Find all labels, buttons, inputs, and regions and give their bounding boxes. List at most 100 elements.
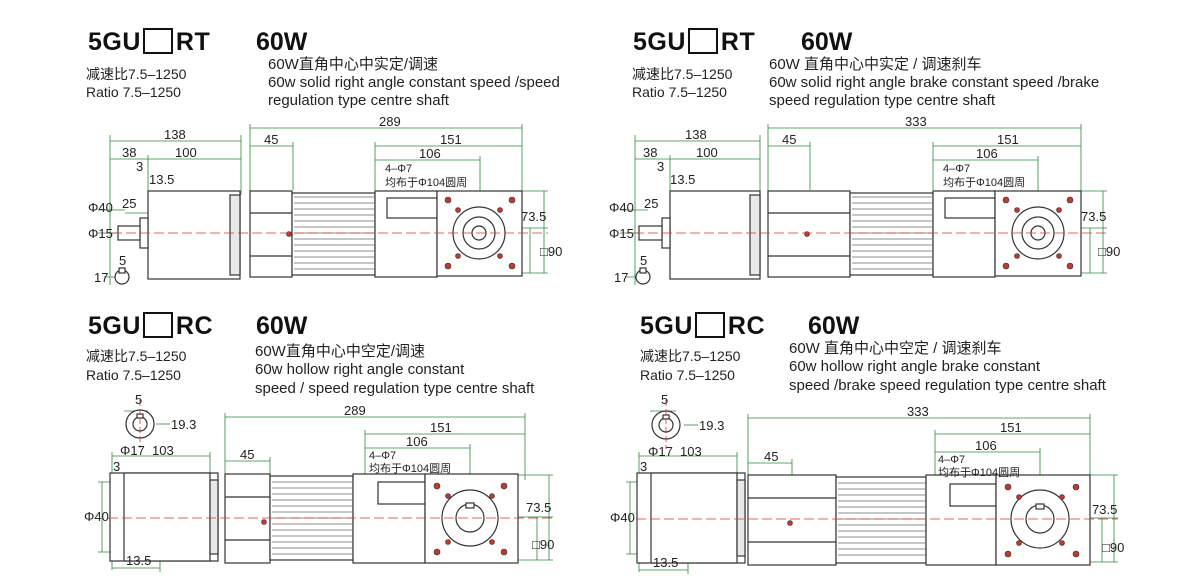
dim-38: 38 — [122, 145, 136, 160]
dim-100: 100 — [696, 145, 718, 160]
dim-square-90: □90 — [1098, 244, 1120, 259]
dim-holes-note: 均布于Φ104圆周 — [369, 462, 451, 475]
model-blank-box — [694, 312, 725, 338]
dim-phi40: Φ40 — [84, 509, 109, 524]
dim-holes-note: 均布于Φ104圆周 — [385, 176, 467, 189]
dim-overall: 289 — [379, 114, 401, 129]
dim-overall: 289 — [344, 403, 366, 418]
dim-45: 45 — [782, 132, 796, 147]
dim-3: 3 — [657, 159, 664, 174]
dim-45: 45 — [264, 132, 278, 147]
dimension-drawing: 5 19.3 Φ17 103 3 Φ40 13.5 289 45 151 106… — [84, 392, 554, 572]
desc-line-1: 60W直角中心中空定/调速 — [255, 343, 426, 360]
dim-103: 103 — [152, 443, 174, 458]
dim-138: 138 — [164, 127, 186, 142]
dim-square-90: □90 — [1102, 540, 1124, 555]
dim-138: 138 — [685, 127, 707, 142]
dim-25: 25 — [644, 196, 658, 211]
dim-holes-note: 均布于Φ104圆周 — [943, 176, 1025, 189]
dim-3: 3 — [640, 459, 647, 474]
dim-17: 17 — [94, 270, 108, 285]
dim-106: 106 — [976, 146, 998, 161]
dim-phi40: Φ40 — [610, 510, 635, 525]
model-prefix: 5GU — [88, 312, 141, 340]
dim-103: 103 — [680, 444, 702, 459]
desc-line-3: speed regulation type centre shaft — [769, 92, 995, 109]
model-code: 5GU RT — [88, 28, 210, 57]
dim-square-90: □90 — [532, 537, 554, 552]
dim-overall: 333 — [907, 404, 929, 419]
ratio-en: Ratio 7.5–1250 — [86, 367, 181, 383]
model-suffix: RT — [720, 28, 756, 56]
dim-phi17: Φ17 — [648, 444, 673, 459]
dim-45: 45 — [764, 449, 778, 464]
dim-key-5: 5 — [119, 253, 126, 268]
ratio-cn: 减速比7.5–1250 — [86, 348, 187, 364]
dim-45: 45 — [240, 447, 254, 462]
dim-phi40: Φ40 — [609, 200, 634, 215]
dim-key-5: 5 — [135, 392, 142, 407]
panel-rc-constant: 5GU RC 60W 减速比7.5–1250 Ratio 7.5–1250 60W… — [84, 312, 554, 572]
dim-phi15: Φ15 — [88, 226, 113, 241]
model-suffix: RT — [175, 28, 211, 56]
model-prefix: 5GU — [88, 28, 141, 56]
model-blank-box — [142, 28, 173, 54]
power-rating: 60W — [801, 28, 853, 56]
dim-13-5: 13.5 — [149, 172, 174, 187]
dim-100: 100 — [175, 145, 197, 160]
model-prefix: 5GU — [633, 28, 686, 56]
dim-holes: 4–Φ7 — [385, 163, 412, 175]
ratio-cn: 减速比7.5–1250 — [632, 66, 733, 82]
desc-line-1: 60W 直角中心中实定 / 调速刹车 — [769, 56, 982, 73]
dim-13-5: 13.5 — [126, 553, 151, 568]
dim-151: 151 — [430, 420, 452, 435]
dim-phi17: Φ17 — [120, 443, 145, 458]
power-rating: 60W — [256, 28, 308, 56]
power-rating: 60W — [808, 312, 860, 340]
dim-19-3: 19.3 — [699, 418, 724, 433]
ratio-cn: 减速比7.5–1250 — [640, 348, 741, 364]
dimension-drawing: 138 38 100 3 13.5 25 Φ40 Φ15 5 17 333 45… — [609, 114, 1120, 285]
dim-phi40: Φ40 — [88, 200, 113, 215]
dim-13-5: 13.5 — [653, 555, 678, 570]
dim-square-90: □90 — [540, 244, 562, 259]
dim-106: 106 — [975, 438, 997, 453]
dim-73-5: 73.5 — [1092, 502, 1117, 517]
dim-13-5: 13.5 — [670, 172, 695, 187]
dim-73-5: 73.5 — [1081, 209, 1106, 224]
dim-holes: 4–Φ7 — [938, 454, 965, 466]
desc-line-3: speed / speed regulation type centre sha… — [255, 380, 535, 397]
dim-key-5: 5 — [640, 253, 647, 268]
dim-73-5: 73.5 — [526, 500, 551, 515]
dim-151: 151 — [1000, 420, 1022, 435]
dim-38: 38 — [643, 145, 657, 160]
dim-key-5: 5 — [661, 392, 668, 407]
panel-rt-brake: 5GU RT 60W 减速比7.5–1250 Ratio 7.5–1250 60W… — [609, 28, 1120, 285]
model-code: 5GU RT — [633, 28, 755, 57]
dimension-drawing: 138 38 100 3 13.5 25 Φ40 Φ15 5 17 289 45… — [88, 114, 562, 285]
desc-line-2: 60w hollow right angle constant — [255, 361, 465, 378]
model-blank-box — [687, 28, 718, 54]
dim-3: 3 — [136, 159, 143, 174]
dim-holes-note: 均布于Φ104圆周 — [938, 466, 1020, 479]
ratio-cn: 减速比7.5–1250 — [86, 66, 187, 82]
power-rating: 60W — [256, 312, 308, 340]
dim-holes: 4–Φ7 — [369, 450, 396, 462]
dim-151: 151 — [440, 132, 462, 147]
dim-3: 3 — [113, 459, 120, 474]
desc-line-1: 60W直角中心中实定/调速 — [268, 56, 439, 73]
desc-line-2: 60w solid right angle constant speed /sp… — [268, 74, 560, 91]
desc-line-3: speed /brake speed regulation type centr… — [789, 377, 1106, 394]
dim-overall: 333 — [905, 114, 927, 129]
ratio-en: Ratio 7.5–1250 — [632, 84, 727, 100]
desc-line-2: 60w solid right angle brake constant spe… — [769, 74, 1100, 91]
desc-line-3: regulation type centre shaft — [268, 92, 449, 109]
model-suffix: RC — [175, 312, 214, 340]
dim-25: 25 — [122, 196, 136, 211]
ratio-en: Ratio 7.5–1250 — [640, 367, 735, 383]
dim-73-5: 73.5 — [521, 209, 546, 224]
dim-holes: 4–Φ7 — [943, 163, 970, 175]
